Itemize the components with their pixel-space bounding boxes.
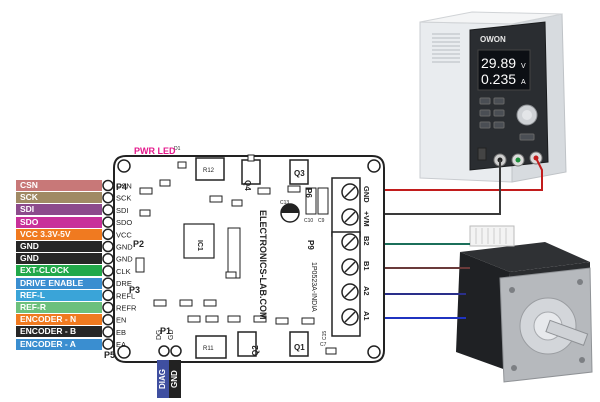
- pin-label-5: GND: [16, 241, 102, 252]
- label-q1: Q1: [294, 343, 305, 352]
- screw-terminals: [331, 177, 361, 337]
- header-pin-4[interactable]: [102, 228, 114, 241]
- label-c15: C15: [322, 331, 328, 340]
- pin-label-10: REF-R: [16, 302, 102, 313]
- pin-label-2: SDI: [16, 204, 102, 216]
- header-pin-name-13: EA: [116, 340, 126, 349]
- label-ic1: IC1: [196, 240, 203, 251]
- header-pin-7[interactable]: [102, 265, 114, 277]
- voltage-unit: V: [521, 63, 526, 70]
- terminal-name-1: +VM: [362, 211, 371, 227]
- terminal-name-4: A2: [362, 286, 371, 296]
- header-pin-3[interactable]: [102, 216, 114, 228]
- power-wires: [360, 157, 543, 215]
- supply-brand: OWON: [480, 35, 506, 44]
- label-p4: P4: [116, 182, 127, 192]
- pin-label-7: EXT-CLOCK: [16, 265, 102, 277]
- current-unit: A: [521, 79, 526, 86]
- label-p1: P1: [160, 326, 171, 336]
- label-q3: Q3: [294, 169, 305, 178]
- header-pin-9[interactable]: [102, 289, 114, 302]
- label-c13: C13: [280, 200, 289, 206]
- header-pin-name-9: REFL: [116, 291, 135, 300]
- header-pin-name-5: GND: [116, 243, 133, 252]
- terminal-name-2: B2: [362, 236, 371, 246]
- header-pin-6[interactable]: [102, 252, 114, 265]
- screw-slot-icon: [344, 236, 356, 248]
- motor-shaft: [545, 319, 589, 346]
- label-p9: P9: [306, 240, 315, 250]
- gnd-label: GND: [169, 360, 181, 398]
- label-r11: R11: [203, 346, 214, 352]
- header-pin-name-8: DRE: [116, 279, 132, 288]
- pin-label-1: SCK: [16, 192, 102, 204]
- pin-label-4: VCC 3.3V-5V: [16, 228, 102, 240]
- header-pin-name-11: EN: [116, 316, 126, 325]
- header-pin-name-4: VCC: [116, 230, 132, 239]
- header-pin-11[interactable]: [102, 313, 114, 326]
- label-c7: C7: [320, 342, 327, 348]
- p1-pin-gd[interactable]: [170, 345, 182, 357]
- pin-label-11: ENCODER - N: [16, 314, 102, 326]
- pin-label-9: REF-L: [16, 289, 102, 301]
- header-pin-10[interactable]: [102, 301, 114, 314]
- label-c10: C10: [304, 218, 313, 224]
- header-pin-5[interactable]: [102, 240, 114, 253]
- header-pin-0[interactable]: [102, 179, 114, 192]
- pin-label-3: SDO: [16, 216, 102, 228]
- label-q4: Q4: [243, 180, 252, 191]
- label-p2: P2: [133, 239, 144, 249]
- header-pin-name-7: CLK: [116, 267, 131, 276]
- part-number: 1P0523A-INDIA: [310, 262, 317, 312]
- header-pin-name-12: EB: [116, 328, 126, 337]
- header-pin-12[interactable]: [102, 326, 114, 338]
- screw-slot-icon: [344, 286, 356, 298]
- header-pin-13[interactable]: [102, 338, 114, 350]
- pwr-led-label: PWR LED: [134, 146, 176, 156]
- header-pin-name-0: CSN: [116, 182, 132, 191]
- motor-connector: [469, 225, 515, 247]
- label-p6: P6: [304, 188, 313, 198]
- header-pin-name-3: SDO: [116, 218, 132, 227]
- screw-slot-icon: [344, 311, 356, 323]
- screw-slot-icon: [344, 186, 356, 198]
- header-pin-2[interactable]: [102, 204, 114, 216]
- label-q2: Q2: [251, 345, 260, 356]
- terminal-name-0: GND: [362, 186, 371, 203]
- p1-pin-dg[interactable]: [158, 345, 170, 357]
- left-header: [102, 179, 114, 350]
- label-r12: R12: [203, 168, 215, 174]
- pin-label-0: CSN: [16, 180, 102, 191]
- header-pin-name-2: SDI: [116, 206, 129, 215]
- terminal-name-3: B1: [362, 261, 371, 271]
- pin-label-13: ENCODER - A: [16, 338, 102, 350]
- terminal-name-5: A1: [362, 311, 371, 321]
- label-p5: P5: [104, 350, 115, 360]
- label-c9: C9: [318, 218, 325, 224]
- pin-label-12: ENCODER - B: [16, 326, 102, 338]
- stepper-motor: [456, 225, 593, 383]
- header-pin-name-1: SCK: [116, 194, 131, 203]
- p1-name-dg: DG: [156, 330, 163, 341]
- silkscreen-brand: ELECTRONICS-LAB.COM: [258, 210, 268, 320]
- power-supply: OWON 29.89 V 0.235 A: [419, 11, 567, 183]
- voltage-readout: 29.89: [481, 55, 516, 71]
- pin-label-6: GND: [16, 253, 102, 265]
- driver-board: P4 P2 P3 P5 P1 P9 P6 ELECTRONICS-LAB.COM…: [102, 146, 385, 363]
- pin-label-8: DRIVE ENABLE: [16, 277, 102, 289]
- p1-name-gd: GD: [168, 330, 175, 341]
- screw-slot-icon: [344, 211, 356, 223]
- header-pin-1[interactable]: [102, 191, 114, 204]
- header-pin-name-10: REFR: [116, 304, 137, 313]
- header-pin-name-6: GND: [116, 255, 133, 264]
- label-p3: P3: [129, 285, 140, 295]
- current-readout: 0.235: [481, 71, 516, 87]
- label-d1: D1: [174, 146, 181, 152]
- diag-label: DIAG: [157, 360, 169, 398]
- screw-slot-icon: [344, 261, 356, 273]
- header-pin-8[interactable]: [102, 277, 114, 289]
